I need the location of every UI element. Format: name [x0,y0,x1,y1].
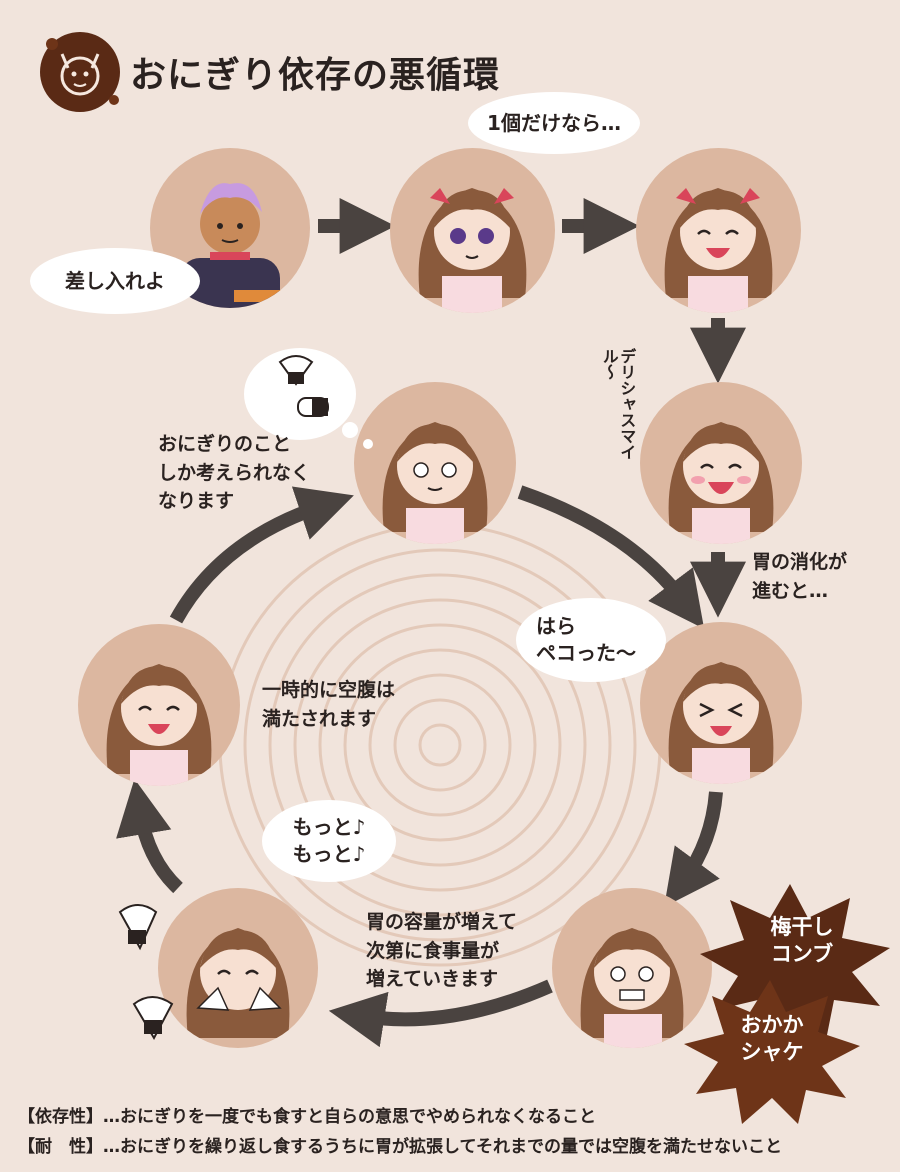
arrow-9 [169,486,354,624]
speech-bubble-motto: もっと♪ もっと♪ [262,800,396,882]
definition-tolerance: 【耐 性】…おにぎりを繰り返し食するうちに胃が拡張してそれまでの量では空腹を満た… [18,1137,782,1157]
character-girl-7 [158,888,318,1048]
arrow-6 [664,791,723,908]
speech-bubble-hara: はら ペコった〜 [516,598,666,682]
label-only-onigiri: おにぎりのこと しか考えられなく なります [158,433,311,512]
burst-text-umeboshi: 梅干し コンブ [770,915,834,967]
character-girl-8 [552,888,712,1048]
character-girl-1 [390,148,555,313]
character-girl-3 [640,382,802,544]
speech-text: 差し入れよ [65,268,165,293]
character-girl-4 [354,382,516,544]
speech-text: もっと♪ [292,815,366,839]
page-title: おにぎり依存の悪循環 [130,55,501,96]
label-capacity: 胃の容量が増えて 次第に食事量が 増えていきます [366,911,518,990]
character-girl-2 [636,148,801,313]
arrow-5 [517,485,705,629]
logo [34,24,126,116]
speech-text: 1個だけなら… [487,110,621,135]
speech-bubble-sashiire: 差し入れよ [30,248,200,314]
arrow-8 [116,778,183,894]
speech-text: もっと♪ [292,842,366,866]
label-delicious-smile: デリシャスマイル〜 [599,348,637,460]
burst-text-okaka: おかか シャケ [740,1013,804,1065]
label-digestion: 胃の消化が 進むと… [752,551,848,602]
character-girl-5 [640,622,802,784]
definition-dependency: 【依存性】…おにぎりを一度でも食すと自らの意思でやめられなくなること [18,1107,596,1127]
label-temporarily: 一時的に空腹は 満たされます [262,679,396,730]
flow-arrows [116,198,746,1048]
speech-bubble-ikko: 1個だけなら… [468,92,640,154]
speech-text: ペコった〜 [536,641,636,665]
arrow-7 [328,979,553,1048]
speech-text: はら [536,614,576,638]
character-girl-6 [78,624,240,786]
